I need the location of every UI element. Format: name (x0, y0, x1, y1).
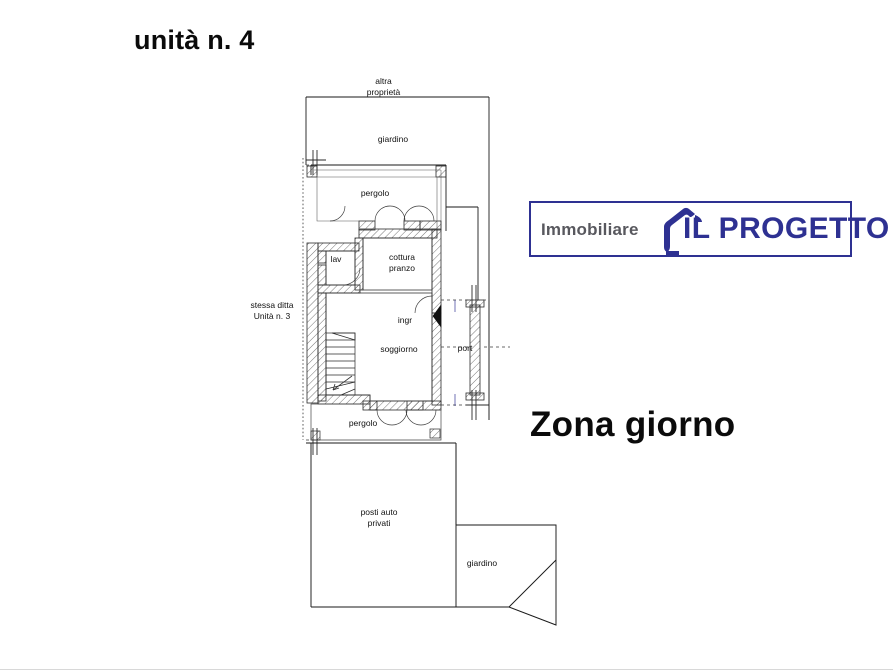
plan-label-pergolo-top: pergolo (360, 188, 390, 198)
plan-label-giardino-top: giardino (377, 134, 409, 144)
plan-label-ingr: ingr (397, 315, 413, 325)
logo-company-word: Immobiliare (541, 220, 639, 239)
company-logo: Immobiliare IL PROGETTO (529, 201, 889, 257)
plan-label-giardino-bottom: giardino (466, 558, 498, 568)
page-title: unità n. 4 (134, 25, 255, 55)
plan-label-port: port (457, 343, 473, 353)
logo-brand-name: IL PROGETTO (683, 212, 890, 245)
logo-inner-frame (533, 205, 848, 253)
plan-label-soggiorno: soggiorno (380, 344, 418, 354)
zone-caption: Zona giorno (530, 405, 736, 444)
plan-label-pergolo-bottom: pergolo (348, 418, 378, 428)
plan-label-lav: lav (330, 254, 342, 264)
entrance-door-leaf (432, 304, 442, 328)
house-arch-icon (664, 207, 702, 255)
